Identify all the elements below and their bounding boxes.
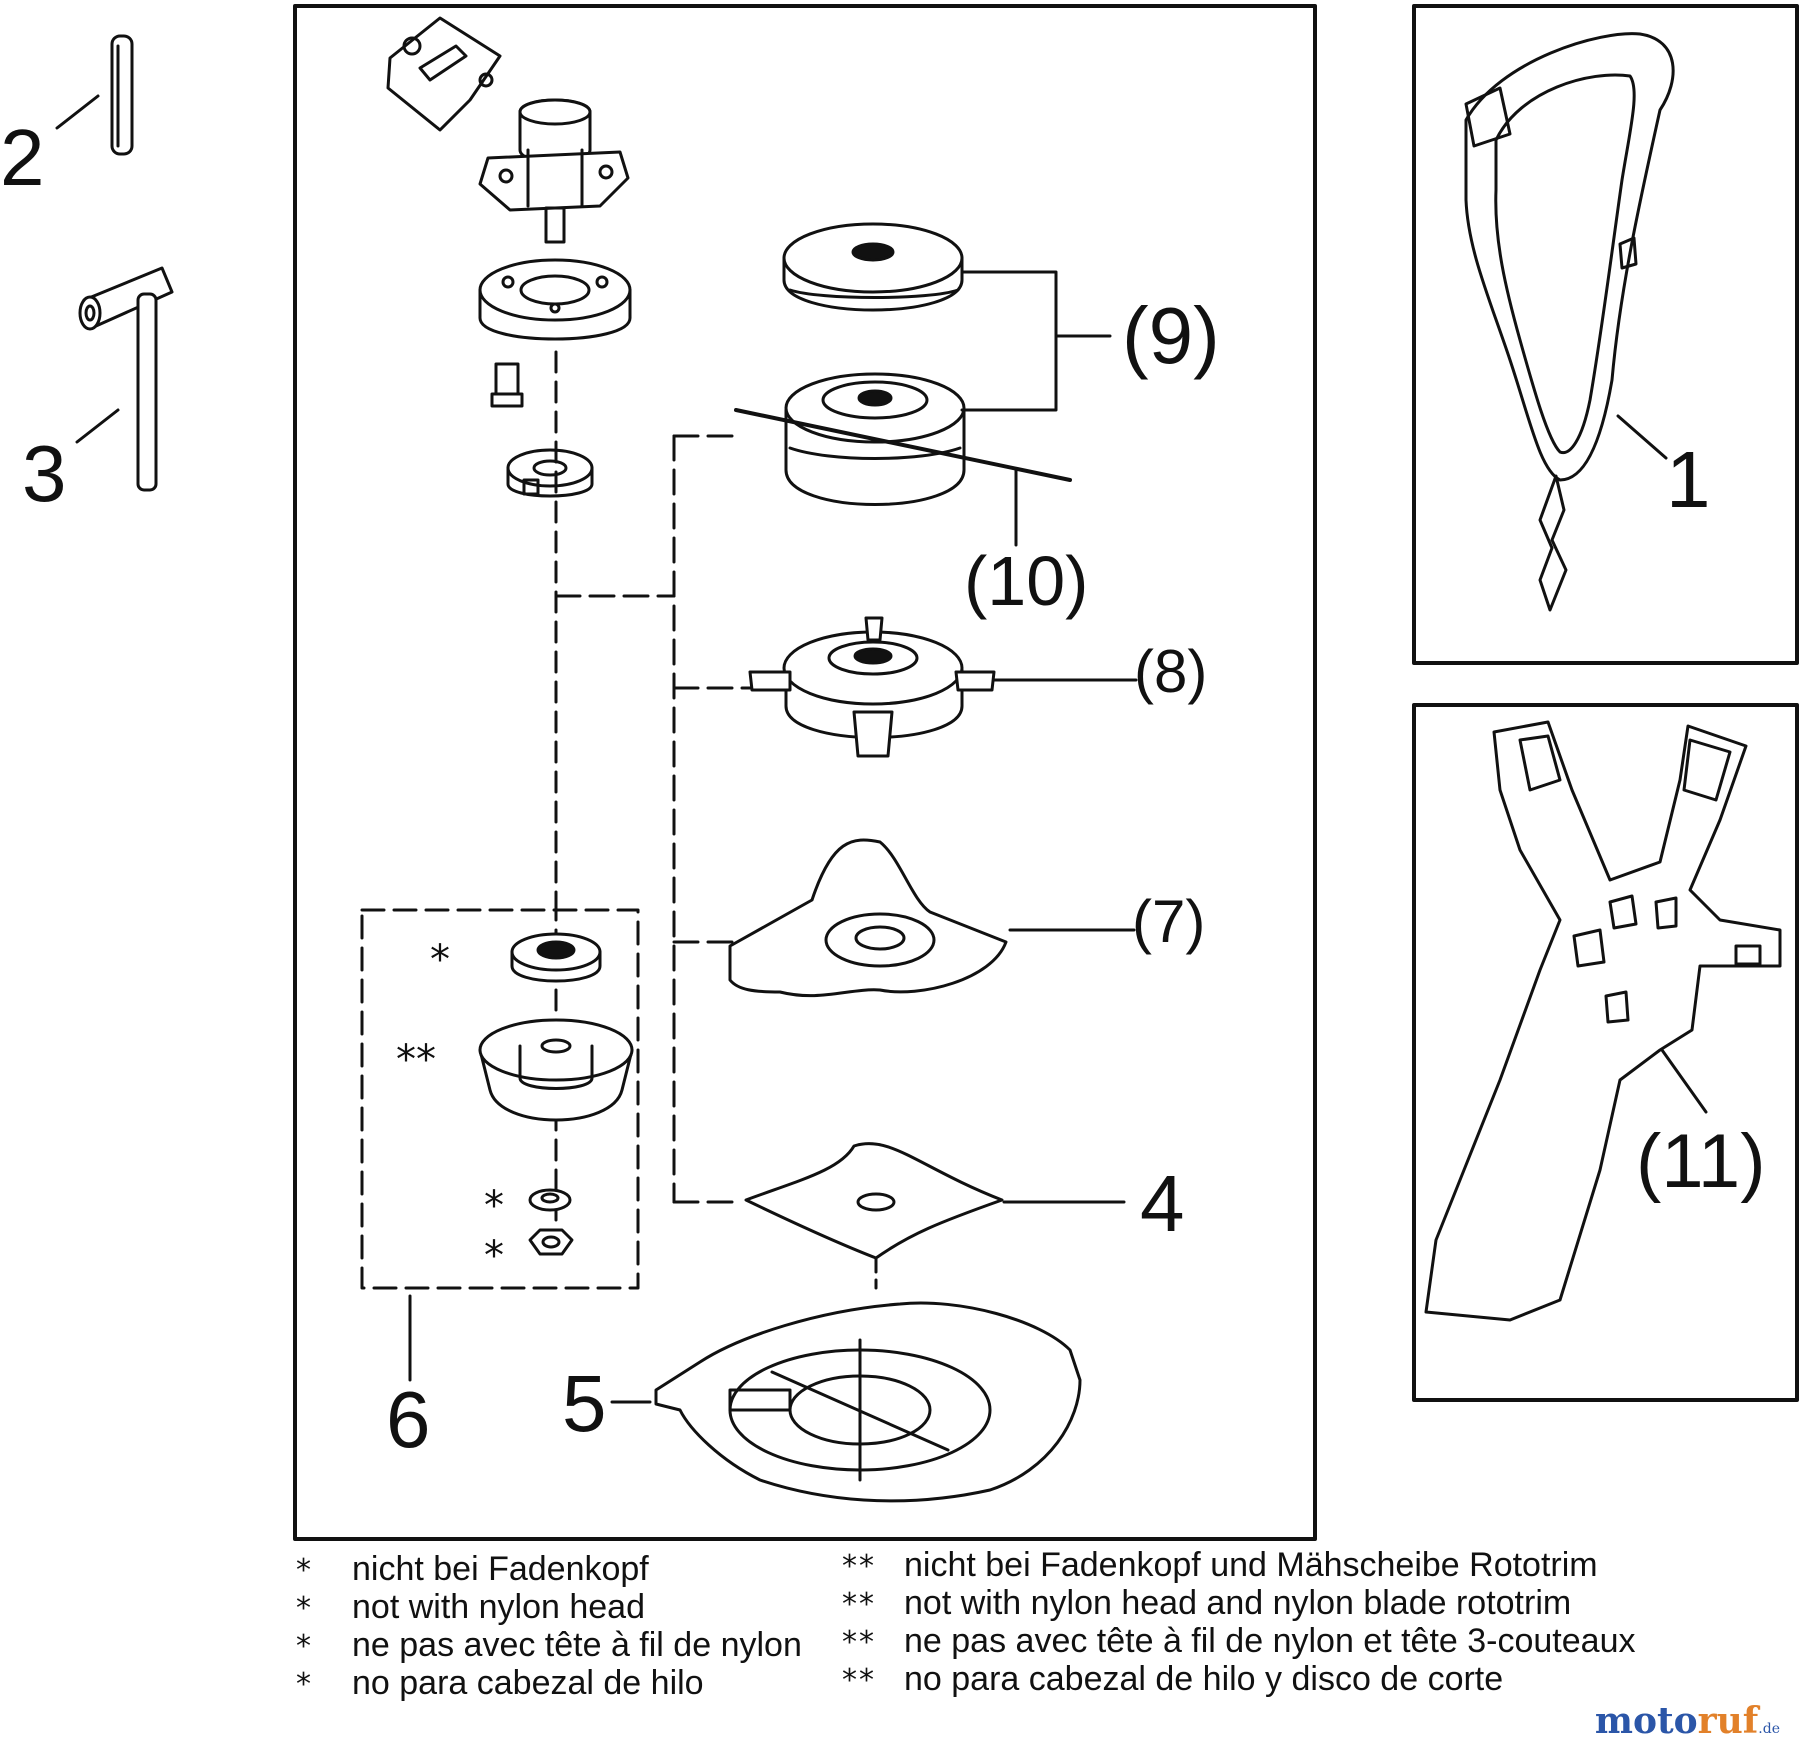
harness-part: [1424, 720, 1782, 1322]
main-frame: [293, 4, 1317, 1541]
shoulder-strap-part: [1464, 32, 1675, 612]
callout-3: 3: [22, 429, 67, 518]
note-single-de: *nicht bei Fadenkopf: [296, 1550, 649, 1588]
note-double-es: **no para cabezal de hilo y disco de cor…: [842, 1660, 1504, 1698]
cup-washer-part: [478, 1018, 634, 1122]
bolt-part: [490, 362, 524, 408]
note-single-en: *not with nylon head: [296, 1588, 645, 1626]
watermark-logo: motoruf.de: [1594, 1700, 1780, 1742]
callout-1: 1: [1666, 435, 1711, 524]
strap-frame: [1412, 4, 1799, 665]
set-6-box: [360, 908, 640, 1290]
trimmer-head-part: [734, 372, 1072, 506]
cutter-head-part: [748, 616, 996, 758]
callout-6: 6: [386, 1375, 431, 1464]
note-double-de: **nicht bei Fadenkopf und Mähscheibe Rot…: [842, 1546, 1598, 1584]
nut-part: [528, 1228, 574, 1256]
callout-11: (11): [1636, 1119, 1766, 1204]
callout-2: 2: [0, 113, 45, 202]
pin-part: [55, 34, 134, 156]
leader-lines: [554, 434, 752, 1204]
mark-single: *: [484, 1183, 504, 1229]
mark-single: *: [430, 937, 450, 983]
callout-5: 5: [562, 1359, 607, 1448]
gear-head-part: [386, 16, 630, 244]
callout-11-line: [1660, 1048, 1708, 1114]
note-double-en: **not with nylon head and nylon blade ro…: [842, 1584, 1572, 1622]
callout-1-line: [1616, 414, 1668, 460]
washer-part: [528, 1188, 572, 1212]
grass-blade-part: [744, 1142, 1004, 1260]
callout-9-bracket: [960, 270, 1112, 412]
three-tooth-blade-part: [728, 838, 1008, 998]
cap-nut-part: [510, 932, 602, 983]
retaining-ring-part: [506, 448, 594, 498]
note-single-es: *no para cabezal de hilo: [296, 1664, 704, 1702]
callout-9: (9): [1122, 291, 1220, 380]
callout-8: (8): [1134, 638, 1208, 705]
safety-guard-part: [654, 1301, 1082, 1503]
callout-7: (7): [1132, 888, 1206, 955]
note-single-fr: *ne pas avec tête à fil de nylon: [296, 1626, 802, 1664]
callout-10: (10): [964, 542, 1089, 620]
t-wrench-part: [75, 266, 174, 492]
spool-part: [782, 222, 964, 312]
harness-frame: [1412, 703, 1799, 1402]
note-double-fr: **ne pas avec tête à fil de nylon et têt…: [842, 1622, 1636, 1660]
mark-single: *: [484, 1233, 504, 1279]
callout-4: 4: [1140, 1159, 1185, 1248]
flange-part: [478, 258, 632, 341]
mark-double: **: [396, 1037, 436, 1083]
